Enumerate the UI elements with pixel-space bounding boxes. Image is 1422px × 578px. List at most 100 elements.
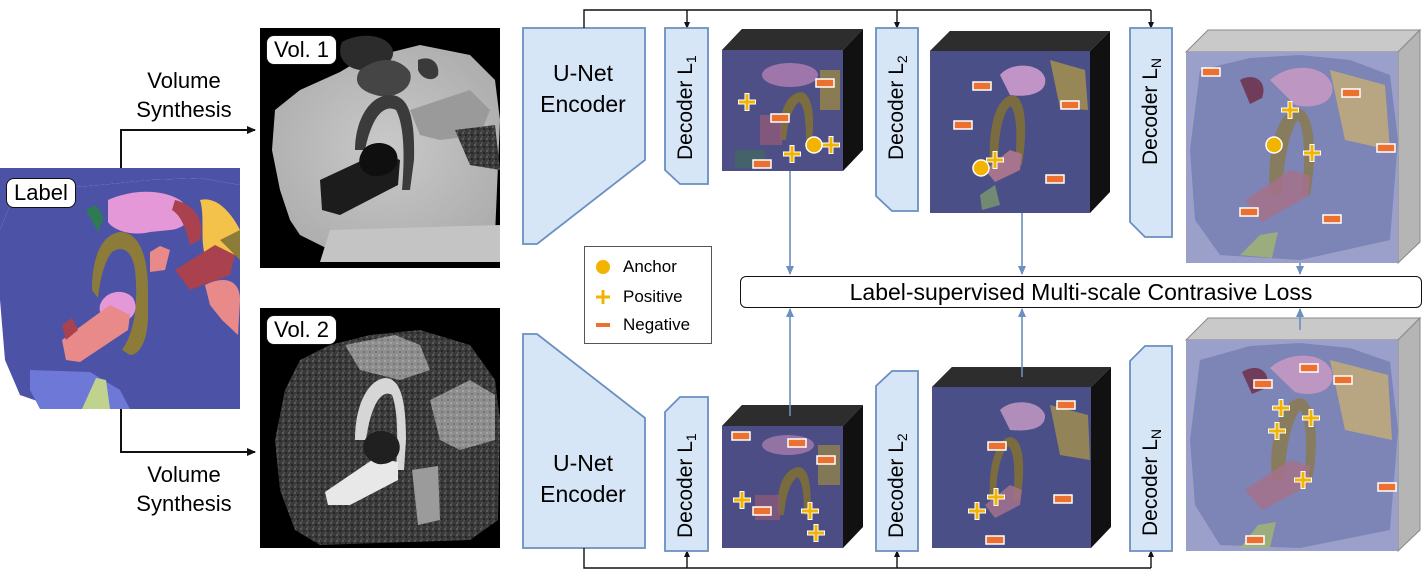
negative-marker [972,81,992,91]
loss-arrows [786,171,1304,416]
decoder-l2-bottom-label: Decoder L2 [885,433,910,538]
decoder-l2-top-label: Decoder L2 [885,55,910,160]
decoder-prefix: Decoder L [1139,439,1162,536]
encoder-bottom [522,333,646,549]
cube-l2-bottom [932,367,1111,548]
negative-marker [1201,67,1221,77]
decoder-l2-top [875,27,919,212]
decoder-prefix: Decoder L [885,63,908,160]
vol2-tag: Vol. 2 [266,315,338,345]
negative-marker [987,441,1007,451]
positive-marker [738,93,756,111]
decoder-l1-top-label: Decoder L1 [674,55,699,160]
decoder-sub: 1 [683,55,699,64]
decoder-sub: N [1148,428,1164,440]
volume-synthesis-top-line1: Volume [147,68,221,93]
cube-l2-top [930,31,1110,213]
positive-marker [968,502,986,520]
positive-icon [596,290,610,304]
negative-marker [770,113,790,123]
encoder-bottom-line2: Encoder [540,481,626,507]
negative-marker [1341,88,1361,98]
negative-marker [1045,174,1065,184]
negative-icon [596,323,610,327]
legend-negative: Negative [585,311,711,337]
decoder-sub: 2 [894,55,910,64]
decoder-prefix: Decoder L [674,63,697,160]
negative-marker [752,159,772,169]
label-tag: Label [6,178,76,208]
negative-marker [787,438,807,448]
negative-marker [1053,494,1073,504]
negative-marker [816,455,836,465]
anchor-icon [596,260,610,274]
decoder-sub: 1 [683,433,699,442]
encoder-top-line2: Encoder [540,91,626,117]
positive-marker [1294,471,1312,489]
negative-marker [1322,214,1342,224]
negative-marker [1333,375,1353,385]
decoder-prefix: Decoder L [885,441,908,538]
cube-ln-bottom [1184,316,1422,553]
decoder-l1-bottom [664,396,709,552]
legend: Anchor Positive Negative [584,246,712,344]
encoder-top-line1: U-Net [552,60,614,86]
vol2-image [260,308,500,548]
positive-marker [986,151,1004,169]
skip-connections-bottom [583,548,1154,569]
negative-marker [731,431,751,441]
negative-marker [1376,143,1396,153]
negative-marker [815,78,835,88]
anchor-marker [972,159,990,177]
negative-marker [1056,400,1076,410]
negative-marker [1239,207,1259,217]
decoder-sub: N [1148,57,1164,69]
synthesis-arrows [120,126,256,456]
decoder-ln-bottom [1129,345,1173,552]
negative-marker [1299,363,1319,373]
negative-marker [1060,100,1080,110]
cube-l1-top [722,29,863,171]
decoder-prefix: Decoder L [1139,68,1162,165]
positive-marker [1303,144,1321,162]
positive-marker [822,136,840,154]
decoder-blocks [664,27,1173,552]
decoder-ln-top [1129,27,1173,238]
positive-marker [1268,422,1286,440]
label-map [0,168,240,409]
positive-marker [807,524,825,542]
volume-synthesis-top-line2: Synthesis [136,97,232,122]
negative-marker [985,535,1005,545]
legend-anchor: Anchor [585,253,711,279]
decoder-l1-bottom-label: Decoder L1 [674,433,699,538]
decoder-prefix: Decoder L [674,441,697,538]
legend-positive: Positive [585,283,711,309]
volume-synthesis-bottom-line1: Volume [147,462,221,487]
positive-marker [1272,399,1290,417]
volume-synthesis-bottom: Volume Synthesis [114,460,254,518]
positive-marker [801,502,819,520]
legend-positive-label: Positive [623,287,683,306]
positive-marker [1302,409,1320,427]
encoder-bottom-line1: U-Net [552,450,614,476]
negative-marker [953,120,973,130]
legend-anchor-label: Anchor [623,257,677,276]
decoder-ln-bottom-label: Decoder LN [1139,429,1164,536]
anchor-marker [805,136,823,154]
sample-markers [731,67,1397,545]
encoder-top [522,27,646,245]
volume-synthesis-bottom-line2: Synthesis [136,491,232,516]
negative-marker [1253,379,1273,389]
positive-marker [783,145,801,163]
encoder-top-label: U-Net Encoder [518,58,648,120]
negative-marker [1245,535,1265,545]
encoder-bottom-label: U-Net Encoder [518,448,648,510]
positive-marker [733,491,751,509]
vol1-tag: Vol. 1 [266,35,338,65]
decoder-ln-top-label: Decoder LN [1139,58,1164,165]
vol1-image [260,28,500,268]
loss-box: Label-supervised Multi-scale Contrasive … [740,276,1422,308]
cube-l1-bottom [722,405,863,548]
anchor-marker [1265,136,1283,154]
